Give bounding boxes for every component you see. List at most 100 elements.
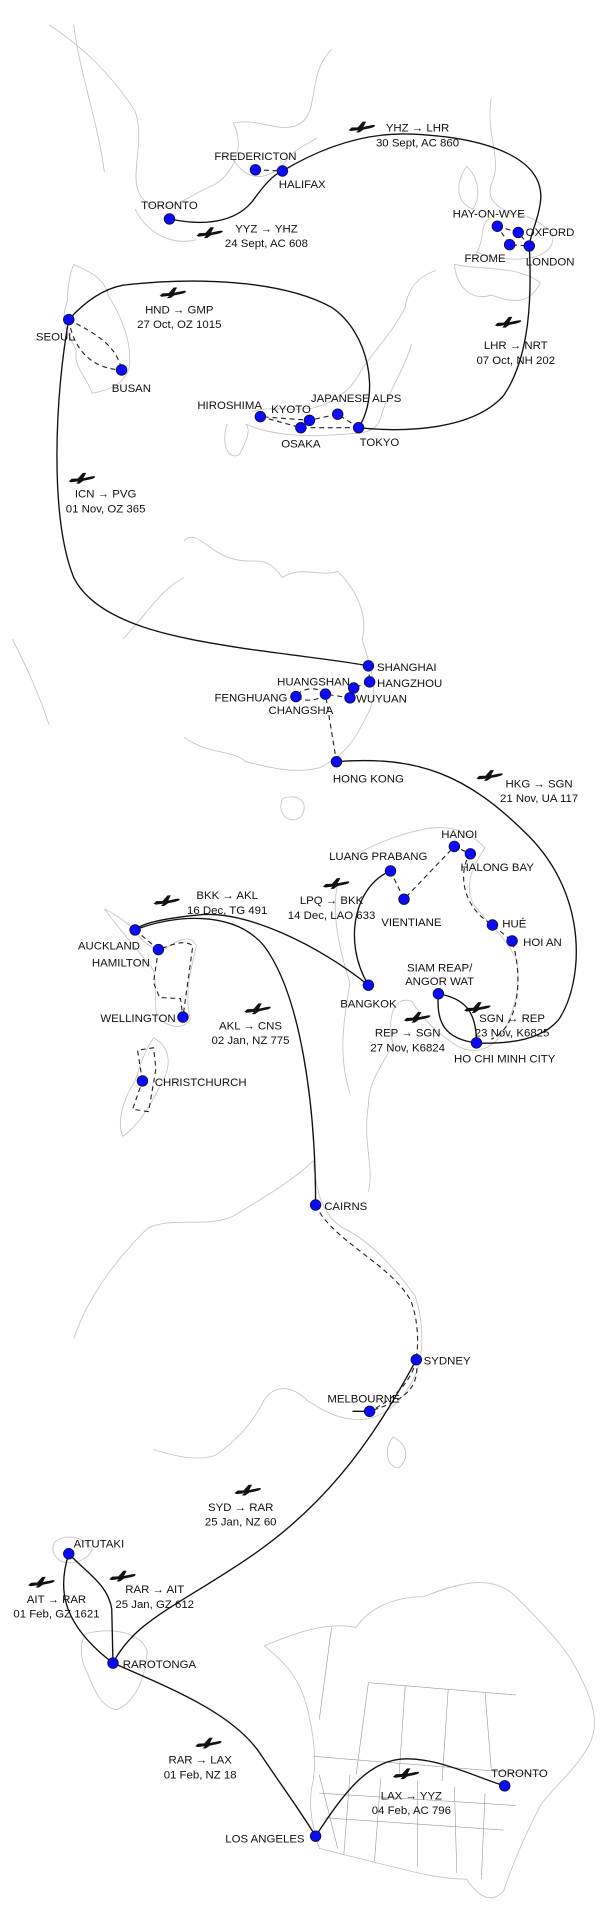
city-label: HAY-ON-WYE: [453, 209, 526, 221]
airplane-icon: [392, 1768, 420, 1780]
city-marker-toronto: [163, 213, 176, 225]
city-marker-christchurch: [136, 1075, 149, 1087]
ground-routes: [68, 169, 531, 1412]
city-label: HO CHI MINH CITY: [454, 1054, 556, 1066]
flight-route-label: RAR → LAX: [168, 1755, 232, 1767]
route-bkk-akl: [134, 913, 369, 986]
city-label: BANGKOK: [340, 998, 397, 1010]
route-rep-sgn: [437, 993, 477, 1044]
city-marker-wellington: [177, 1011, 189, 1023]
city-labels: TORONTO FREDERICTON HALIFAX HAY-ON-WYE O…: [36, 151, 575, 1845]
airplane-icon: [195, 1737, 222, 1749]
australia-coastline: [73, 1159, 423, 1469]
route-hkg-sgn: [336, 759, 577, 1044]
new-zealand-coastline: [104, 908, 197, 1137]
city-marker-hiroshima: [254, 410, 267, 423]
city-marker-japanese-alps: [331, 408, 344, 420]
city-marker-wuyuan: [344, 692, 356, 704]
city-marker-huangshan: [347, 682, 360, 694]
city-label: CHRISTCHURCH: [155, 1077, 247, 1089]
route-sgn-rep: [438, 993, 478, 1043]
airplane-icon: [234, 1484, 261, 1496]
flight-labels: YYZ → YHZ 24 Sept, AC 608 YHZ → LHR 30 S…: [13, 123, 578, 1817]
city-marker-kyoto: [303, 414, 316, 427]
flight-route-label: RAR → AIT: [125, 1584, 184, 1596]
route-lpq-bkk: [353, 870, 391, 986]
city-label: MELBOURNE: [327, 1394, 400, 1406]
route-syd-rar: [112, 1359, 417, 1664]
city-label: HALONG BAY: [461, 862, 535, 874]
city-marker-sydney: [410, 1354, 423, 1366]
city-label: KYOTO: [271, 404, 311, 416]
flight-routes: [56, 133, 577, 1837]
flight-detail-label: 21 Nov, UA 117: [500, 793, 578, 805]
city-label: HANGZHOU: [377, 678, 442, 690]
city-label: SHANGHAI: [377, 662, 437, 674]
ground-route-australia: [315, 1204, 419, 1412]
city-marker-vientiane: [398, 893, 410, 905]
city-label: HIROSHIMA: [197, 400, 262, 412]
route-rar-lax: [112, 1662, 317, 1837]
city-marker-fredericton: [249, 164, 262, 176]
city-label: SEOUL: [36, 331, 75, 343]
airplane-icon: [322, 878, 350, 889]
city-label: AITUTAKI: [74, 1539, 125, 1551]
city-marker-auckland: [129, 924, 141, 936]
city-label: LUANG PRABANG: [329, 851, 427, 863]
flight-detail-label: 30 Sept, AC 860: [376, 137, 459, 149]
city-label: CHANGSHA: [269, 705, 334, 717]
route-yyz-yhz: [169, 170, 283, 223]
airplane-icon: [404, 1011, 431, 1023]
city-marker-shanghai: [362, 660, 375, 672]
airplane-icon: [494, 316, 522, 328]
airplane-icon: [196, 227, 223, 238]
city-label: CAIRNS: [324, 1201, 367, 1213]
city-marker-hong-kong: [330, 755, 343, 768]
flight-route-label: HND → GMP: [145, 304, 213, 316]
city-label: FREDERICTON: [214, 151, 296, 163]
route-rar-ait: [68, 1553, 114, 1664]
city-label: OXFORD: [526, 227, 575, 239]
city-marker-rarotonga: [107, 1657, 119, 1669]
north-america-coastline: [263, 1582, 595, 1899]
state-province-borders: [313, 1627, 541, 1880]
city-marker-hangzhou: [363, 676, 376, 688]
city-marker-hamilton: [152, 943, 165, 956]
airplane-icon: [109, 1570, 136, 1582]
route-lhr-nrt: [358, 245, 531, 431]
city-marker-hanoi: [448, 840, 461, 853]
city-marker-melbourne: [363, 1405, 376, 1418]
city-marker-toronto-return: [498, 1780, 511, 1792]
flight-route-label: SGN → REP: [479, 1013, 545, 1025]
city-label: HAMILTON: [92, 958, 150, 970]
hainan-coastline: [280, 796, 305, 821]
airplane-icon: [28, 1576, 55, 1588]
city-marker-busan: [115, 364, 128, 376]
flight-detail-label: 23 Nov, K6825: [475, 1028, 550, 1040]
city-label: HONG KONG: [333, 774, 404, 786]
ground-route-indochina: [390, 845, 519, 1040]
flight-route-label: YHZ → LHR: [386, 123, 449, 135]
flight-route-label: LHR → NRT: [484, 340, 548, 352]
city-label: FENGHUANG: [214, 693, 287, 705]
airplane-icon: [159, 287, 186, 299]
flight-detail-label: 04 Feb, AC 796: [372, 1805, 451, 1817]
land-outlines: [11, 24, 595, 1899]
city-marker-halifax: [276, 165, 289, 177]
flight-route-label: AIT → RAR: [27, 1594, 86, 1606]
airplane-icon: [244, 1003, 271, 1015]
city-marker-hay-on-wye: [491, 220, 504, 232]
route-yhz-lhr: [282, 133, 542, 246]
flight-route-label: LAX → YYZ: [381, 1790, 442, 1802]
flight-detail-label: 25 Jan, NZ 60: [205, 1516, 277, 1528]
city-label: SYDNEY: [424, 1356, 471, 1368]
flight-route-label: HKG → SGN: [505, 778, 572, 790]
city-label: ANGOR WAT: [405, 976, 474, 988]
city-label: RAROTONGA: [123, 1659, 197, 1671]
city-label: TORONTO: [491, 1768, 548, 1780]
ground-route-new-zealand: [134, 929, 194, 1018]
china-coastline: [11, 536, 375, 771]
flight-route-label: REP → SGN: [375, 1028, 441, 1040]
flight-route-label: AKL → CNS: [219, 1020, 282, 1032]
route-ait-rar: [62, 1553, 114, 1664]
